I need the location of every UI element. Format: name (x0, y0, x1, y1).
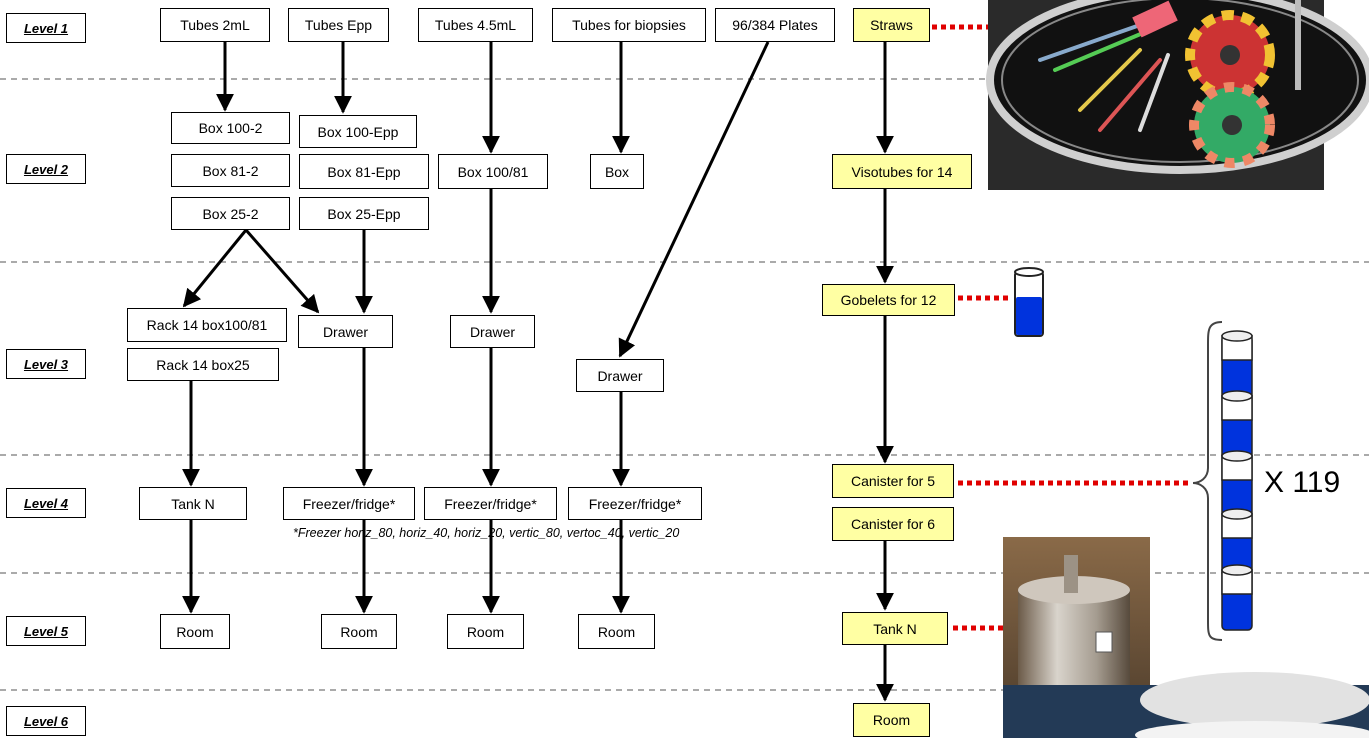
node-straws: Straws (853, 8, 930, 42)
node-box-100-81: Box 100/81 (438, 154, 548, 189)
node-plates: 96/384 Plates (715, 8, 835, 42)
node-freezer-3: Freezer/fridge* (568, 487, 702, 520)
level-label-3: Level 3 (6, 349, 86, 379)
node-box-25-epp: Box 25-Epp (299, 197, 429, 230)
node-tubes-epp: Tubes Epp (288, 8, 389, 42)
flow-arrows (182, 41, 894, 702)
node-drawer-4-5ml: Drawer (450, 315, 535, 348)
canister-stack-icon (1192, 321, 1253, 641)
node-rack-14-box25: Rack 14 box25 (127, 348, 279, 381)
node-drawer-epp: Drawer (298, 315, 393, 348)
node-box-100-epp: Box 100-Epp (299, 115, 417, 148)
node-visotubes: Visotubes for 14 (832, 154, 972, 189)
node-room-straws: Room (853, 703, 930, 737)
node-room-2: Room (321, 614, 397, 649)
node-gobelets: Gobelets for 12 (822, 284, 955, 316)
room-photo (1003, 672, 1369, 738)
node-canister-5: Canister for 5 (832, 464, 954, 498)
node-canister-6: Canister for 6 (832, 507, 954, 541)
multiplier-label: X 119 (1264, 466, 1341, 499)
freezer-footnote: *Freezer horiz_80, horiz_40, horiz_20, v… (293, 526, 680, 540)
node-room-4: Room (578, 614, 655, 649)
level-label-6: Level 6 (6, 706, 86, 736)
level-label-4: Level 4 (6, 488, 86, 518)
node-room-1: Room (160, 614, 230, 649)
node-box-100-2: Box 100-2 (171, 112, 290, 144)
node-box-25-2: Box 25-2 (171, 197, 290, 230)
node-freezer-2: Freezer/fridge* (424, 487, 557, 520)
gobelet-icon (1014, 267, 1044, 337)
node-box: Box (590, 154, 644, 189)
level-label-5: Level 5 (6, 616, 86, 646)
node-box-81-epp: Box 81-Epp (299, 154, 429, 189)
node-room-3: Room (447, 614, 524, 649)
node-tubes-2ml: Tubes 2mL (160, 8, 270, 42)
node-rack-14-box100-81: Rack 14 box100/81 (127, 308, 287, 342)
node-tubes-for-biopsies: Tubes for biopsies (552, 8, 706, 42)
level-separators (0, 78, 1369, 691)
node-tubes-4-5ml: Tubes 4.5mL (418, 8, 533, 42)
node-drawer-biopsies: Drawer (576, 359, 664, 392)
node-freezer-1: Freezer/fridge* (283, 487, 415, 520)
straws-photo (986, 0, 1369, 190)
node-tank-n: Tank N (139, 487, 247, 520)
node-box-81-2: Box 81-2 (171, 154, 290, 187)
node-tank-n-straws: Tank N (842, 612, 948, 645)
level-label-2: Level 2 (6, 154, 86, 184)
level-label-1: Level 1 (6, 13, 86, 43)
